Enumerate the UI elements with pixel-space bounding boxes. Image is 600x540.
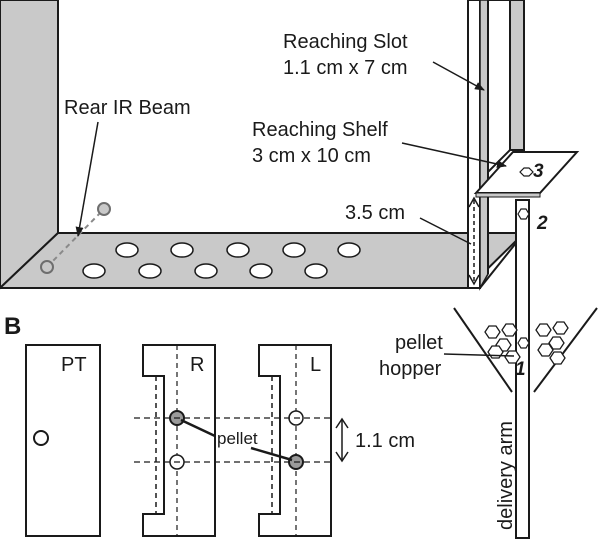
- hopper-pellets: [484, 321, 569, 365]
- hopper-label: hopper: [379, 358, 442, 380]
- marker-2: 2: [536, 213, 548, 234]
- panel-a: A: [0, 0, 580, 291]
- reaching-slot-label: Reaching Slot: [283, 31, 408, 53]
- marker-1: 1: [515, 359, 526, 380]
- shelf-bolt: [519, 167, 534, 177]
- shelf-r-label: R: [190, 354, 204, 376]
- box-floor: [0, 232, 527, 289]
- pellet-position-label: pellet: [217, 429, 258, 448]
- pellet-label: pellet: [395, 332, 443, 354]
- reaching-shelf-label: Reaching Shelf: [252, 119, 388, 141]
- shelf-pt-label: PT: [61, 354, 87, 376]
- shelf-height-label: 3.5 cm: [345, 202, 405, 224]
- pt-well: [33, 430, 49, 446]
- rear-ir-beam: [40, 202, 111, 274]
- floor-holes: [82, 242, 361, 279]
- shelf-l-label: L: [310, 354, 321, 376]
- panel-b: B PT R L pelle: [4, 313, 415, 537]
- delivery-arm-label: delivery arm: [495, 421, 517, 530]
- rear-wall-pillar: [487, 0, 511, 175]
- pellet-delivery-mechanism: 2 pellet hopper 1 delivery arm: [379, 199, 598, 539]
- marker-3: 3: [533, 161, 544, 182]
- shelf-pt: PT: [25, 344, 101, 537]
- arm-bolt-2: [517, 208, 530, 220]
- shelf-r: R: [142, 344, 216, 537]
- reaching-slot: [479, 0, 489, 291]
- reaching-slot-dimensions: 1.1 cm x 7 cm: [283, 57, 407, 79]
- reaching-shelf-dimensions: 3 cm x 10 cm: [252, 145, 371, 167]
- arm-bolt-1: [517, 337, 530, 349]
- rear-ir-beam-label: Rear IR Beam: [64, 97, 191, 119]
- hopper-right-wall: [533, 307, 598, 393]
- panel-b-label: B: [4, 313, 21, 340]
- spacing-label: 1.1 cm: [355, 430, 415, 452]
- shelf-l: L: [258, 344, 332, 537]
- delivery-arm: [515, 199, 530, 539]
- hopper-left-wall: [453, 307, 513, 393]
